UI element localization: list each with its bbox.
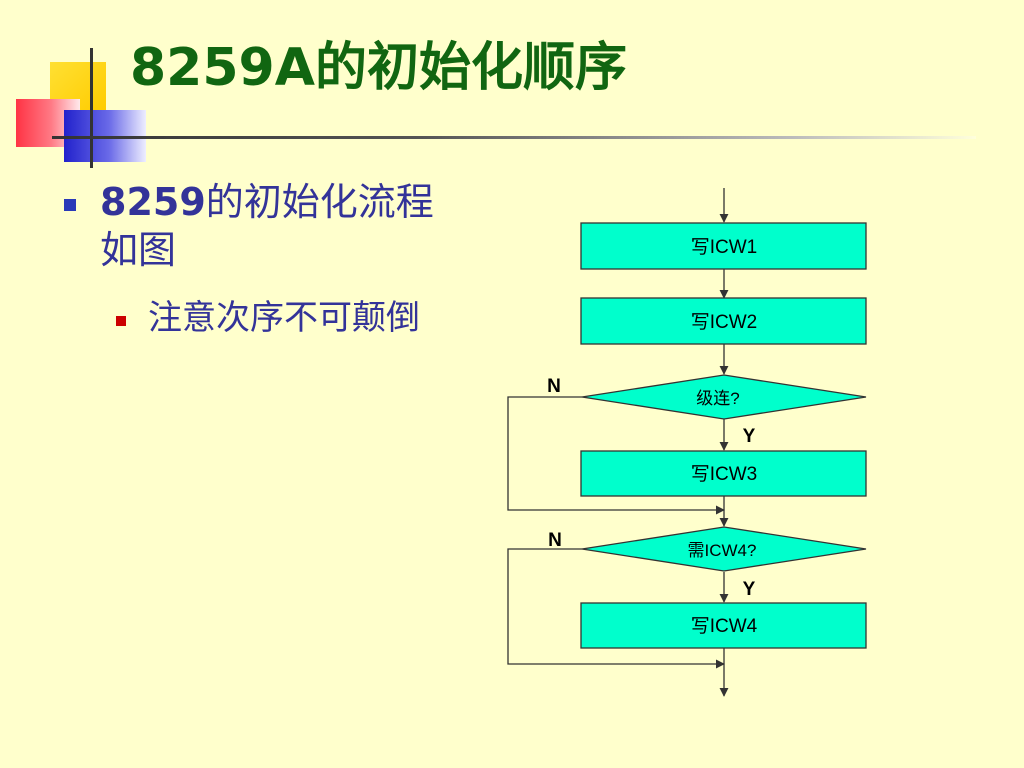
decision-cascade: [581, 374, 867, 420]
label-yes-1: Y: [743, 426, 756, 447]
decision-cascade-label: 级连?: [696, 389, 739, 408]
bypass-no-cascade: [507, 396, 725, 515]
slide-title: 8259A的初始化顺序: [130, 38, 627, 98]
decision-need-icw4-label: 需ICW4?: [688, 541, 757, 560]
decision-need-icw4: [581, 526, 867, 572]
label-no-2: N: [548, 530, 562, 551]
bullet-level2: 注意次序不可颠倒: [148, 298, 420, 338]
box-icw3: [580, 450, 867, 497]
box-icw2: [580, 297, 867, 345]
bullet-square-icon: [64, 199, 76, 211]
box-icw2-label: 写ICW2: [691, 312, 758, 333]
box-icw4-label: 写ICW4: [691, 616, 758, 637]
box-icw1: [580, 222, 867, 270]
box-icw4: [580, 602, 867, 649]
bypass-no-icw4: [507, 548, 725, 669]
logo-vertical-line: [90, 48, 93, 168]
bullet-level1: 8259的初始化流程如图: [100, 178, 460, 274]
bullet-level1-bold: 8259: [100, 180, 206, 224]
sub-bullet-square-icon: [116, 316, 126, 326]
bullet-level1-text: 的初始化流程如图: [100, 180, 434, 272]
box-icw3-label: 写ICW3: [691, 464, 758, 485]
label-yes-2: Y: [743, 579, 756, 600]
box-icw1-label: 写ICW1: [691, 237, 758, 258]
title-underline: [52, 136, 976, 139]
label-no-1: N: [547, 376, 561, 397]
